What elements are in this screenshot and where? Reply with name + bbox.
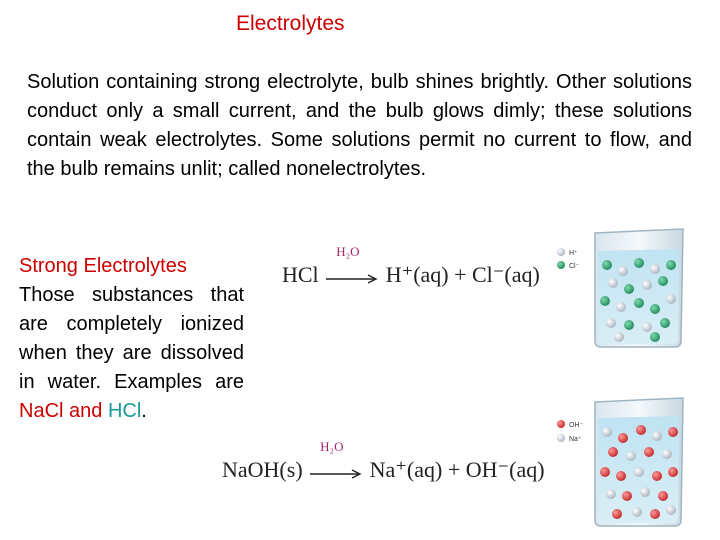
- naoh-beaker-illustration: OH⁻ Na⁺: [557, 397, 684, 527]
- strong-heading: Strong Electrolytes: [19, 255, 187, 277]
- eq1-solvent: H₂O: [336, 243, 360, 259]
- eq2-reactant: NaOH(s): [222, 457, 303, 482]
- eq2-solvent: H₂O: [320, 438, 344, 454]
- intro-paragraph: Solution containing strong electrolyte, …: [27, 71, 692, 180]
- eq1-arrow: H₂O: [324, 244, 380, 288]
- hcl-ionization-equation: HCl H₂O H⁺(aq) + Cl⁻(aq): [282, 244, 540, 288]
- legend-cl-label: Cl⁻: [569, 263, 580, 270]
- eq1-products: H⁺(aq) + Cl⁻(aq): [385, 262, 540, 287]
- strong-body: Those substances that are completely ion…: [19, 284, 244, 393]
- strong-electrolytes-section: Strong Electrolytes Those substances tha…: [19, 252, 244, 426]
- legend-sodium-icon: [557, 434, 565, 442]
- example-nacl: NaCl: [19, 400, 64, 422]
- eq2-arrow: H₂O: [308, 439, 364, 483]
- example-hcl: HCl: [107, 400, 142, 422]
- reaction-arrow-icon: [326, 274, 378, 284]
- slide-title: Electrolytes: [236, 12, 345, 35]
- naoh-ionization-equation: NaOH(s) H₂O Na⁺(aq) + OH⁻(aq): [222, 439, 545, 483]
- legend-cation-icon: [557, 248, 565, 256]
- reaction-arrow-icon: [310, 469, 362, 479]
- legend-na-label: Na⁺: [569, 436, 582, 443]
- eq2-products: Na⁺(aq) + OH⁻(aq): [369, 457, 545, 482]
- legend-oh-label: OH⁻: [569, 422, 584, 429]
- eq1-reactant: HCl: [282, 262, 319, 287]
- ion-particles: [600, 425, 678, 519]
- legend-h-label: H⁺: [569, 250, 578, 257]
- hcl-beaker-illustration: H⁺ Cl⁻: [557, 228, 684, 348]
- legend-hydroxide-icon: [557, 420, 565, 428]
- legend-anion-icon: [557, 261, 565, 269]
- example-and: and: [69, 400, 103, 422]
- beaker-water: [598, 249, 679, 344]
- ion-particles: [600, 258, 676, 342]
- period: .: [141, 400, 147, 422]
